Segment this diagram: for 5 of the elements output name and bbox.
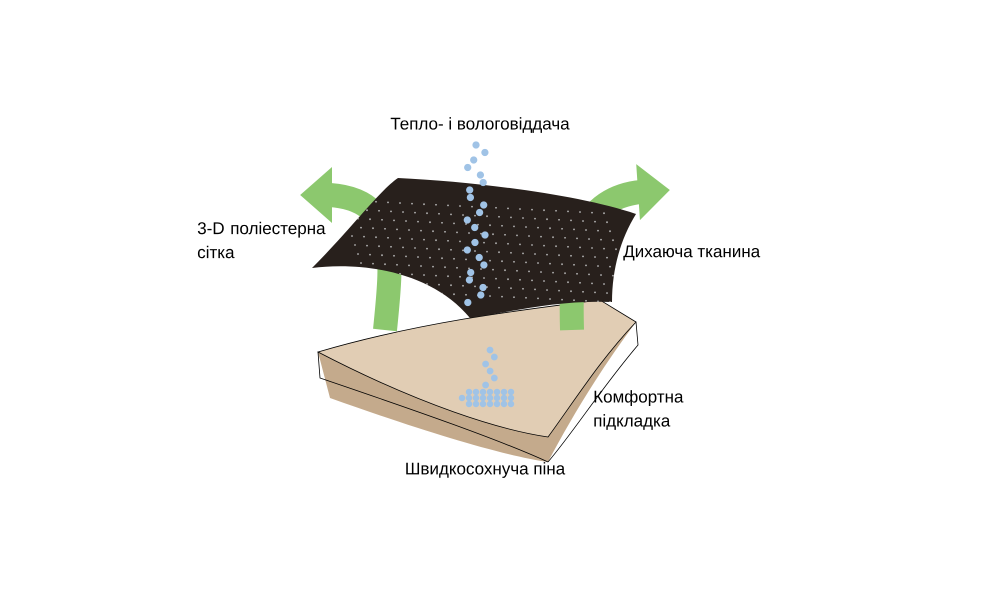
label-text: 3-D поліестерна сітка bbox=[198, 222, 326, 258]
label-text: Тепло- і вологовіддача bbox=[390, 117, 570, 133]
label-text: Дихаюча тканина bbox=[623, 245, 760, 261]
label-text: Швидкосохнуча піна bbox=[406, 462, 566, 478]
label-text: Комфортна підкладка bbox=[594, 390, 684, 430]
